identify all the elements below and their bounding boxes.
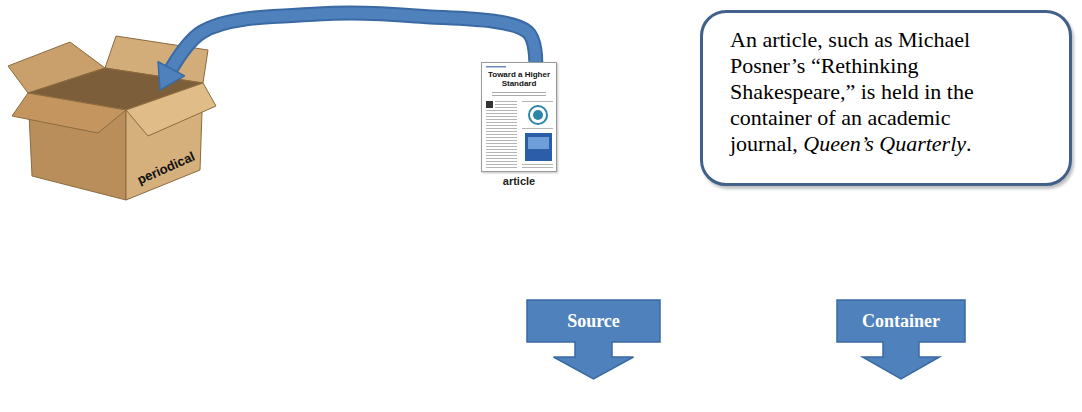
text-line <box>486 125 517 126</box>
text-line <box>486 143 517 144</box>
periodical-box: periodical <box>8 90 218 203</box>
arrow-label: Container <box>837 310 965 332</box>
text-line <box>486 146 517 147</box>
article-title: Toward a Higher Standard <box>485 70 553 88</box>
front-flap <box>12 93 126 133</box>
arrow-callout: Container <box>837 300 965 381</box>
text-line <box>486 131 517 132</box>
text-line <box>486 158 517 159</box>
callout-box: An article, such as Michael Posner’s “Re… <box>700 10 1072 186</box>
arrow-outline <box>160 13 536 90</box>
article-thumbnail: Toward a Higher Standard article <box>481 62 557 188</box>
text-line <box>522 128 553 129</box>
cover-image-detail <box>528 137 549 149</box>
text-line <box>495 101 517 102</box>
down-arrow-callout-outline <box>527 300 660 379</box>
arrow-body <box>160 13 536 90</box>
text-line <box>486 119 517 120</box>
text-line <box>486 110 517 111</box>
text-line <box>522 101 553 102</box>
text-line <box>486 134 517 135</box>
text-line <box>522 167 553 168</box>
text-line <box>486 167 517 168</box>
logo-ring <box>529 106 547 124</box>
text-line <box>486 155 517 156</box>
arrow-callout: Source <box>527 300 660 381</box>
curved-arrow <box>158 13 536 90</box>
text-line <box>486 116 517 117</box>
article-label: article <box>481 174 557 188</box>
text-line <box>486 164 517 165</box>
arrow-label: Source <box>527 310 660 332</box>
text-line <box>495 107 517 108</box>
text-line <box>495 104 517 105</box>
text-line <box>486 122 517 123</box>
cover-image <box>525 133 552 161</box>
text-line <box>486 152 517 153</box>
byline-line <box>492 95 546 96</box>
text-line <box>486 128 517 129</box>
text-line <box>486 113 517 114</box>
text-line <box>486 161 517 162</box>
down-arrow-callout-outline <box>837 300 965 379</box>
callout-text: An article, such as Michael Posner’s “Re… <box>730 27 1005 157</box>
text-line <box>522 164 553 165</box>
callout-text-part: . <box>966 131 972 156</box>
right-flap <box>126 83 216 136</box>
journal-title: Queen’s Quarterly <box>803 131 966 156</box>
text-line <box>486 149 517 150</box>
logo-center <box>533 110 543 120</box>
article-page: Toward a Higher Standard <box>481 62 557 172</box>
text-line <box>486 140 517 141</box>
drop-cap <box>486 101 493 108</box>
box-label: periodical <box>135 149 197 188</box>
page-header-line <box>486 66 506 68</box>
byline-line <box>492 92 546 93</box>
text-line <box>486 137 517 138</box>
